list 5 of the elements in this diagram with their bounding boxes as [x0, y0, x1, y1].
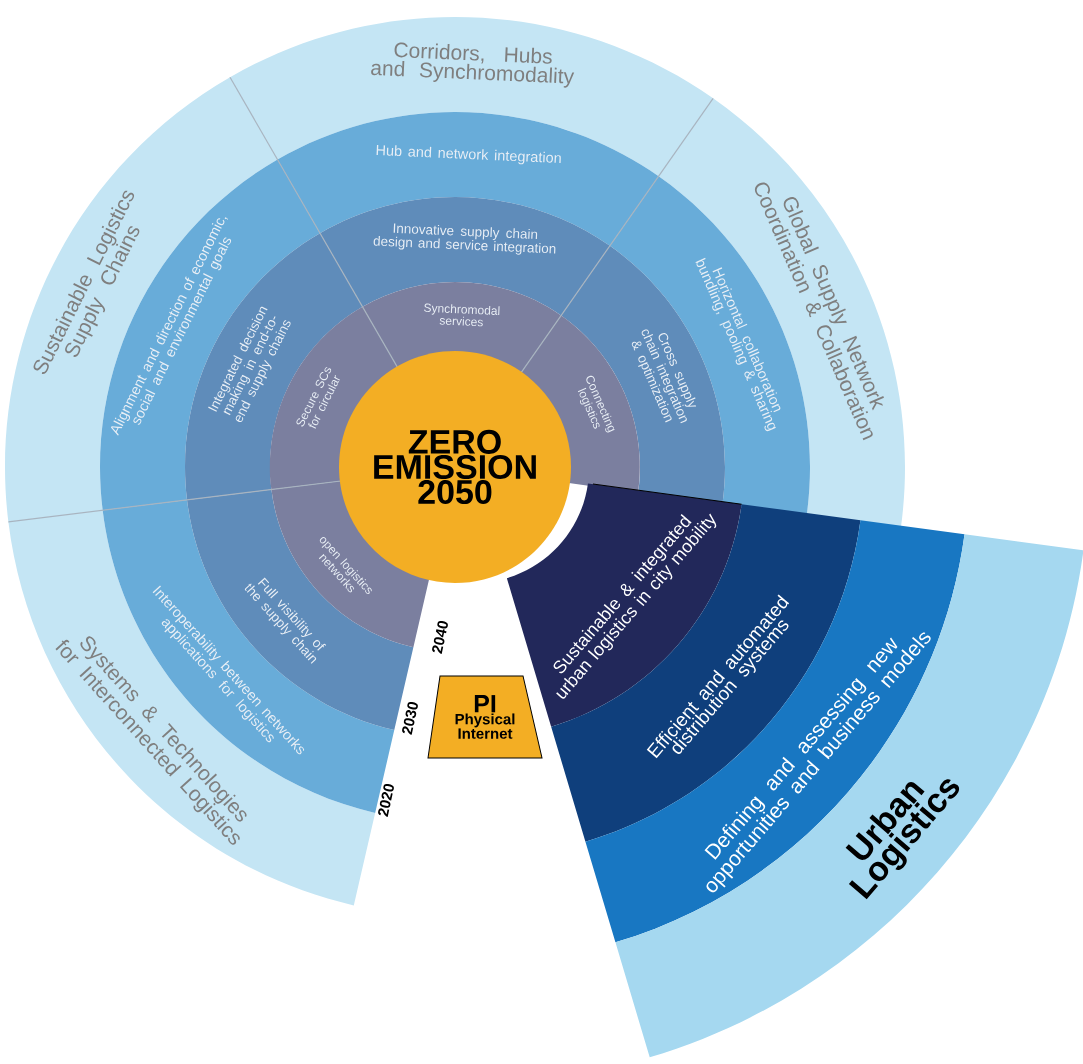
- ring-segment: Synchromodal services: [362, 282, 562, 373]
- trapezoid-badge: PI Physical Internet: [427, 675, 543, 759]
- node-label: Hub and network integration: [376, 145, 561, 165]
- year-label: 2040: [432, 621, 448, 654]
- node-label: Corridors, Hubs and Synchromodality: [371, 42, 575, 88]
